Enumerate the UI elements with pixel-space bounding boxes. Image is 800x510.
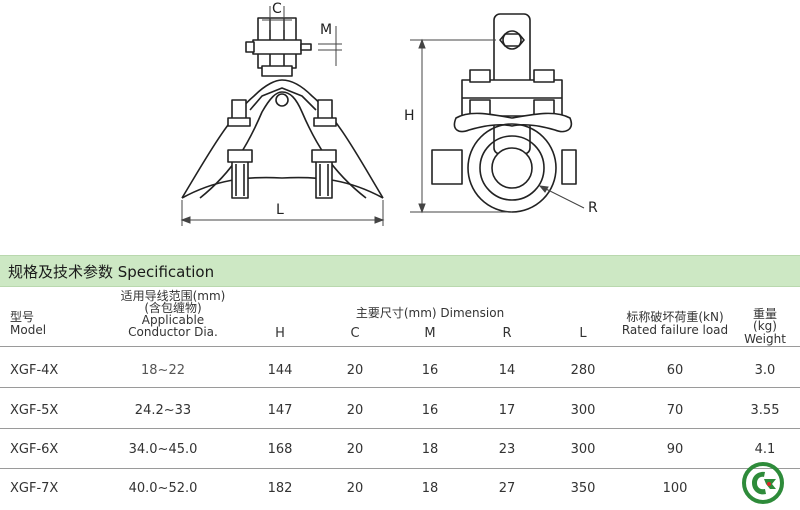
cell-l: 300 xyxy=(570,442,596,457)
cell-weight: 3.55 xyxy=(750,403,780,418)
spec-header-bar: 规格及技术参数 Specification xyxy=(0,255,800,287)
company-logo-icon xyxy=(742,462,784,504)
cell-c: 20 xyxy=(346,442,364,457)
dim-label-l: L xyxy=(276,202,284,218)
header-weight-cn: 重量(kg) xyxy=(752,307,777,333)
cell-model: XGF-7X xyxy=(10,481,59,496)
header-load-en: Rated failure load xyxy=(621,323,729,337)
cell-load: 100 xyxy=(662,481,688,496)
cell-c: 20 xyxy=(346,363,364,378)
cell-load: 90 xyxy=(666,442,684,457)
cell-m: 18 xyxy=(421,481,439,496)
cell-r: 14 xyxy=(498,363,516,378)
cell-l: 280 xyxy=(570,363,596,378)
header-weight-en: Weight xyxy=(744,332,786,346)
cell-c: 20 xyxy=(346,403,364,418)
side-view xyxy=(431,13,577,213)
dim-label-h: H xyxy=(404,108,415,124)
cell-load: 60 xyxy=(666,363,684,378)
header-l: L xyxy=(579,326,587,341)
cell-conductor: 40.0~52.0 xyxy=(128,481,198,496)
cell-h: 168 xyxy=(267,442,293,457)
cell-conductor: 34.0~45.0 xyxy=(128,442,198,457)
front-view xyxy=(181,17,384,199)
cell-conductor: 24.2~33 xyxy=(134,403,192,418)
dim-label-c: C xyxy=(272,1,282,17)
cell-r: 27 xyxy=(498,481,516,496)
header-model: 型号 Model xyxy=(10,311,46,336)
cell-weight: 4.1 xyxy=(754,442,776,457)
header-conductor-en2: Conductor Dia. xyxy=(128,325,218,339)
row-divider xyxy=(0,387,800,388)
cell-h: 182 xyxy=(267,481,293,496)
header-m: M xyxy=(424,326,436,341)
cell-m: 16 xyxy=(421,403,439,418)
cell-l: 350 xyxy=(570,481,596,496)
dim-label-r: R xyxy=(588,200,598,216)
cell-weight: 3.0 xyxy=(754,363,776,378)
header-model-cn: 型号 xyxy=(10,310,35,324)
header-dimension: 主要尺寸(mm) Dimension xyxy=(355,306,505,320)
header-load-cn: 标称破坏荷重(kN) xyxy=(626,310,724,324)
header-c: C xyxy=(350,326,360,341)
spec-title: 规格及技术参数 Specification xyxy=(8,263,215,281)
cell-m: 18 xyxy=(421,442,439,457)
header-conductor-cn1: 适用导线范围(mm) xyxy=(120,289,226,303)
cell-l: 300 xyxy=(570,403,596,418)
row-divider xyxy=(0,428,800,429)
header-load: 标称破坏荷重(kN) Rated failure load xyxy=(622,311,728,336)
cell-m: 16 xyxy=(421,363,439,378)
cell-c: 20 xyxy=(346,481,364,496)
header-r: R xyxy=(502,326,512,341)
cell-model: XGF-5X xyxy=(10,403,59,418)
cell-r: 17 xyxy=(498,403,516,418)
row-divider xyxy=(0,346,800,347)
technical-drawing: C M L H R xyxy=(180,1,598,226)
cell-load: 70 xyxy=(666,403,684,418)
header-model-en: Model xyxy=(10,323,47,337)
header-weight: 重量(kg) Weight xyxy=(744,308,786,345)
header-h: H xyxy=(275,326,285,341)
cell-h: 144 xyxy=(267,363,293,378)
cell-h: 147 xyxy=(267,403,293,418)
cell-model: XGF-6X xyxy=(10,442,59,457)
header-conductor: 适用导线范围(mm) (含包缠物) Applicable Conductor D… xyxy=(121,290,226,338)
cell-r: 23 xyxy=(498,442,516,457)
header-conductor-en1: Applicable xyxy=(141,313,205,327)
row-divider xyxy=(0,468,800,469)
cell-model: XGF-4X xyxy=(10,363,59,378)
dim-label-m: M xyxy=(320,22,332,38)
cell-conductor: 18~22 xyxy=(141,363,185,378)
header-conductor-cn2: (含包缠物) xyxy=(144,301,202,315)
